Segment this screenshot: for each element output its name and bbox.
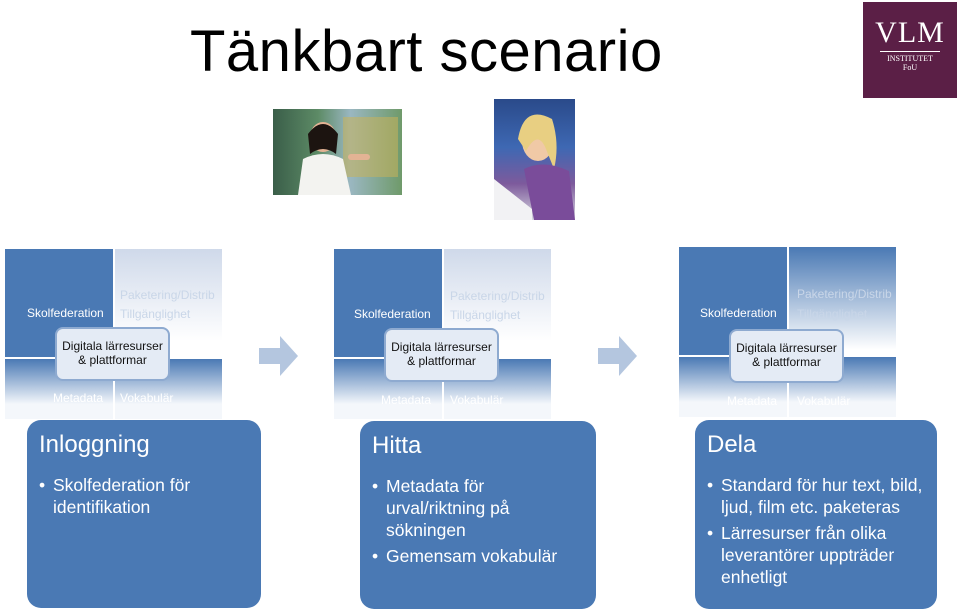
quadrant-label-vokabular: Vokabulär (120, 391, 174, 405)
center-label-1: Digitala lärresurser (391, 340, 492, 354)
quadrant-label-tillganglighet: Tillgänglighet (120, 307, 191, 321)
card-bullet: •Metadata för urval/riktning på sökninge… (372, 476, 510, 540)
quadrant-label-paketering: Paketering/Distrib (120, 288, 215, 302)
vlm-logo: VLM INSTITUTET FoU (863, 2, 957, 98)
card-hitta: Hitta •Metadata för urval/riktning på sö… (360, 421, 596, 609)
logo-sub-text-2: FoU (902, 63, 918, 72)
quadrant-label-metadata: Metadata (727, 394, 778, 408)
card-bullet-text: Metadata för urval/riktning på sökningen (386, 476, 510, 540)
center-box-resources: Digitala lärresurser & plattformar (55, 327, 170, 381)
card-bullet: •Skolfederation för identifikation (39, 475, 191, 517)
card-bullet-text: Standard för hur text, bild, ljud, film … (721, 475, 923, 517)
center-box-resources: Digitala lärresurser & plattformar (384, 328, 499, 382)
quadrant-label-metadata: Metadata (53, 391, 104, 405)
quadrant-label-metadata: Metadata (381, 393, 432, 407)
center-label-1: Digitala lärresurser (736, 341, 837, 355)
card-inloggning: Inloggning •Skolfederation för identifik… (27, 420, 261, 608)
quadrant-label-vokabular: Vokabulär (450, 393, 504, 407)
card-heading: Inloggning (39, 431, 150, 458)
center-label-2: & plattformar (78, 353, 147, 367)
quadrant-label-paketering: Paketering/Distrib (450, 289, 545, 303)
card-bullet-text: Gemensam vokabulär (386, 546, 558, 566)
card-bullet-list: •Standard för hur text, bild, ljud, film… (707, 474, 925, 588)
card-heading: Hitta (372, 432, 422, 459)
logo-divider (880, 51, 940, 52)
center-label-1: Digitala lärresurser (62, 339, 163, 353)
center-label-2: & plattformar (407, 354, 476, 368)
teacher-photo (273, 109, 402, 195)
card-bullet: •Lärresurser från olika leverantörer upp… (707, 523, 895, 587)
quadrant-label-vokabular: Vokabulär (797, 394, 851, 408)
card-dela: Dela •Standard för hur text, bild, ljud,… (695, 420, 937, 609)
student-photo (494, 99, 575, 220)
logo-main-text: VLM (875, 16, 945, 49)
quadrant-label-tillganglighet: Tillgänglighet (450, 308, 521, 322)
center-label-2: & plattformar (752, 355, 821, 369)
quadrant-label-tillganglighet: Tillgänglighet (797, 307, 868, 321)
quadrant-label-skolfederation: Skolfederation (354, 307, 431, 321)
quadrant-label-skolfederation: Skolfederation (27, 306, 104, 320)
quadrant-label-skolfederation: Skolfederation (700, 306, 777, 320)
card-bullet-list: •Skolfederation för identifikation (39, 474, 249, 518)
teacher-illustration (298, 117, 398, 195)
card-bullet: •Standard för hur text, bild, ljud, film… (707, 475, 923, 517)
logo-sub-text: INSTITUTET (887, 54, 933, 63)
card-bullet-list: •Metadata för urval/riktning på sökninge… (372, 475, 584, 567)
card-heading: Dela (707, 431, 757, 458)
card-bullet-text: Skolfederation för identifikation (53, 475, 191, 517)
card-bullet-text: Lärresurser från olika leverantörer uppt… (721, 523, 895, 587)
card-bullet: •Gemensam vokabulär (372, 546, 558, 566)
student-illustration (494, 114, 575, 220)
center-box-resources: Digitala lärresurser & plattformar (729, 329, 844, 383)
quadrant-label-paketering: Paketering/Distrib (797, 287, 892, 301)
page-title: Tänkbart scenario (190, 19, 663, 84)
